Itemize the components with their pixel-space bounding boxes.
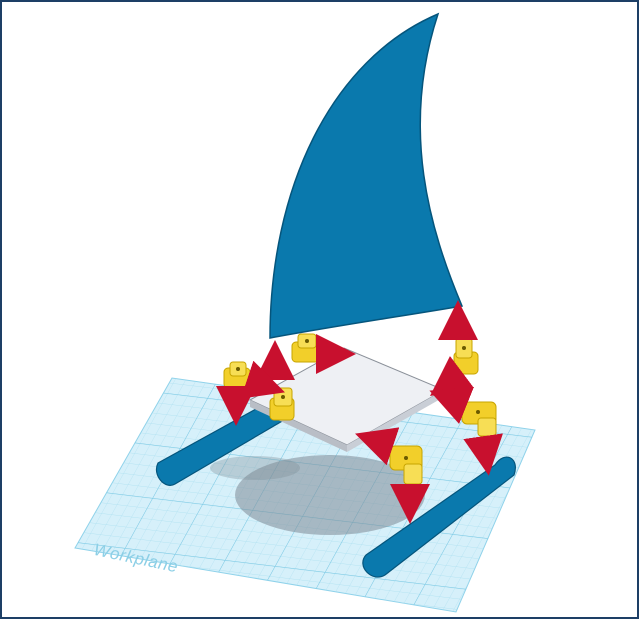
- hull-shadow: [210, 456, 300, 480]
- arrow-7: [448, 398, 458, 402]
- arrow-8: [484, 442, 486, 456]
- connector-3[interactable]: [454, 338, 478, 374]
- arrow-3: [254, 382, 266, 386]
- arrow-6: [446, 378, 454, 384]
- sail[interactable]: [270, 14, 462, 338]
- connector-1[interactable]: [224, 362, 250, 388]
- connector-4[interactable]: [270, 388, 294, 420]
- connector-2[interactable]: [292, 334, 320, 362]
